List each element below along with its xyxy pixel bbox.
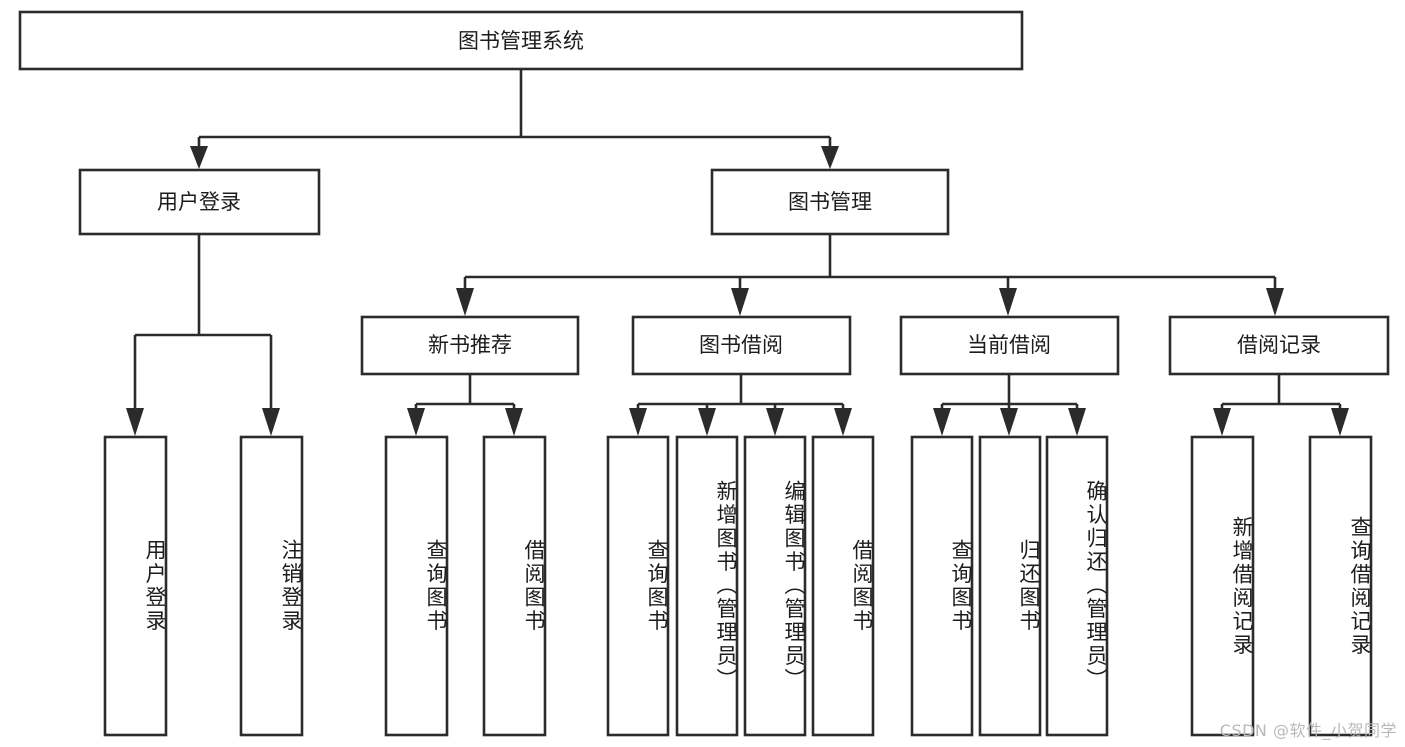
leaf-user-logout-box[interactable] xyxy=(239,435,304,737)
node-borrow-record-box[interactable] xyxy=(1168,315,1390,376)
leaf-br-add-box[interactable] xyxy=(1190,435,1255,737)
arrowhead-br-add xyxy=(1213,408,1231,436)
leaf-cb-return-box[interactable] xyxy=(978,435,1042,737)
arrowhead-bb-borrow xyxy=(834,408,852,436)
node-book-borrow-label: 图书借阅 xyxy=(699,333,783,357)
leaf-user-login-box[interactable] xyxy=(103,435,168,737)
leaf-bb-query-box[interactable] xyxy=(606,435,670,737)
arrowhead-bb-query xyxy=(629,408,647,436)
node-borrow-record[interactable]: 借阅记录 xyxy=(1168,315,1390,376)
arrowhead-book-mgmt xyxy=(821,146,839,169)
leaf-nbr-query-box[interactable] xyxy=(384,435,449,737)
node-new-book-rec-box[interactable] xyxy=(360,315,580,376)
edge-group-current-borrow xyxy=(933,374,1086,436)
arrowhead-leaf-user-login xyxy=(126,408,144,436)
edge-group-user-login xyxy=(126,234,280,436)
leaf-boxes xyxy=(103,435,1373,737)
node-root-box[interactable] xyxy=(18,10,1024,71)
node-borrow-record-label: 借阅记录 xyxy=(1237,333,1321,357)
node-user-login[interactable]: 用户登录 xyxy=(78,168,321,236)
arrowhead-leaf-user-logout xyxy=(262,408,280,436)
arrowhead-br-query xyxy=(1331,408,1349,436)
leaf-br-query-box[interactable] xyxy=(1308,435,1373,737)
node-book-mgmt-box[interactable] xyxy=(710,168,950,236)
edge-group-root xyxy=(190,69,839,169)
arrowhead-nbr-borrow xyxy=(505,408,523,436)
node-new-book-rec[interactable]: 新书推荐 xyxy=(360,315,580,376)
node-new-book-rec-label: 新书推荐 xyxy=(428,333,512,357)
arrowhead-borrow-record xyxy=(1266,288,1284,316)
edge-group-new-book-rec xyxy=(407,374,523,436)
node-book-mgmt[interactable]: 图书管理 xyxy=(710,168,950,236)
arrowhead-nbr-query xyxy=(407,408,425,436)
arrowhead-cb-query xyxy=(933,408,951,436)
leaf-bb-edit-box[interactable] xyxy=(743,435,807,737)
node-root-label: 图书管理系统 xyxy=(458,29,584,53)
arrowhead-new-book-rec xyxy=(456,288,474,316)
node-book-mgmt-label: 图书管理 xyxy=(788,190,872,214)
leaf-cb-confirm-box[interactable] xyxy=(1045,435,1109,737)
leaf-bb-borrow-box[interactable] xyxy=(811,435,875,737)
node-book-borrow-box[interactable] xyxy=(631,315,852,376)
node-current-borrow-label: 当前借阅 xyxy=(967,333,1051,357)
node-root[interactable]: 图书管理系统 xyxy=(18,10,1024,71)
node-current-borrow[interactable]: 当前借阅 xyxy=(899,315,1120,376)
arrowhead-cb-return xyxy=(1000,408,1018,436)
leaf-cb-query-box[interactable] xyxy=(910,435,974,737)
arrowhead-bb-add xyxy=(698,408,716,436)
watermark-text: CSDN @软件_小贺同学 xyxy=(1219,721,1397,740)
edge-group-book-mgmt xyxy=(456,234,1284,316)
node-user-login-label: 用户登录 xyxy=(157,190,241,214)
arrowhead-user-login xyxy=(190,146,208,169)
arrowhead-book-borrow xyxy=(731,288,749,316)
edge-group-borrow-record xyxy=(1213,374,1349,436)
edge-group-book-borrow xyxy=(629,374,852,436)
leaf-nbr-borrow-box[interactable] xyxy=(482,435,547,737)
arrowhead-current-borrow xyxy=(999,288,1017,316)
node-book-borrow[interactable]: 图书借阅 xyxy=(631,315,852,376)
arrowhead-cb-confirm xyxy=(1068,408,1086,436)
arrowhead-bb-edit xyxy=(766,408,784,436)
leaf-bb-add-box[interactable] xyxy=(675,435,739,737)
node-user-login-box[interactable] xyxy=(78,168,321,236)
node-current-borrow-box[interactable] xyxy=(899,315,1120,376)
